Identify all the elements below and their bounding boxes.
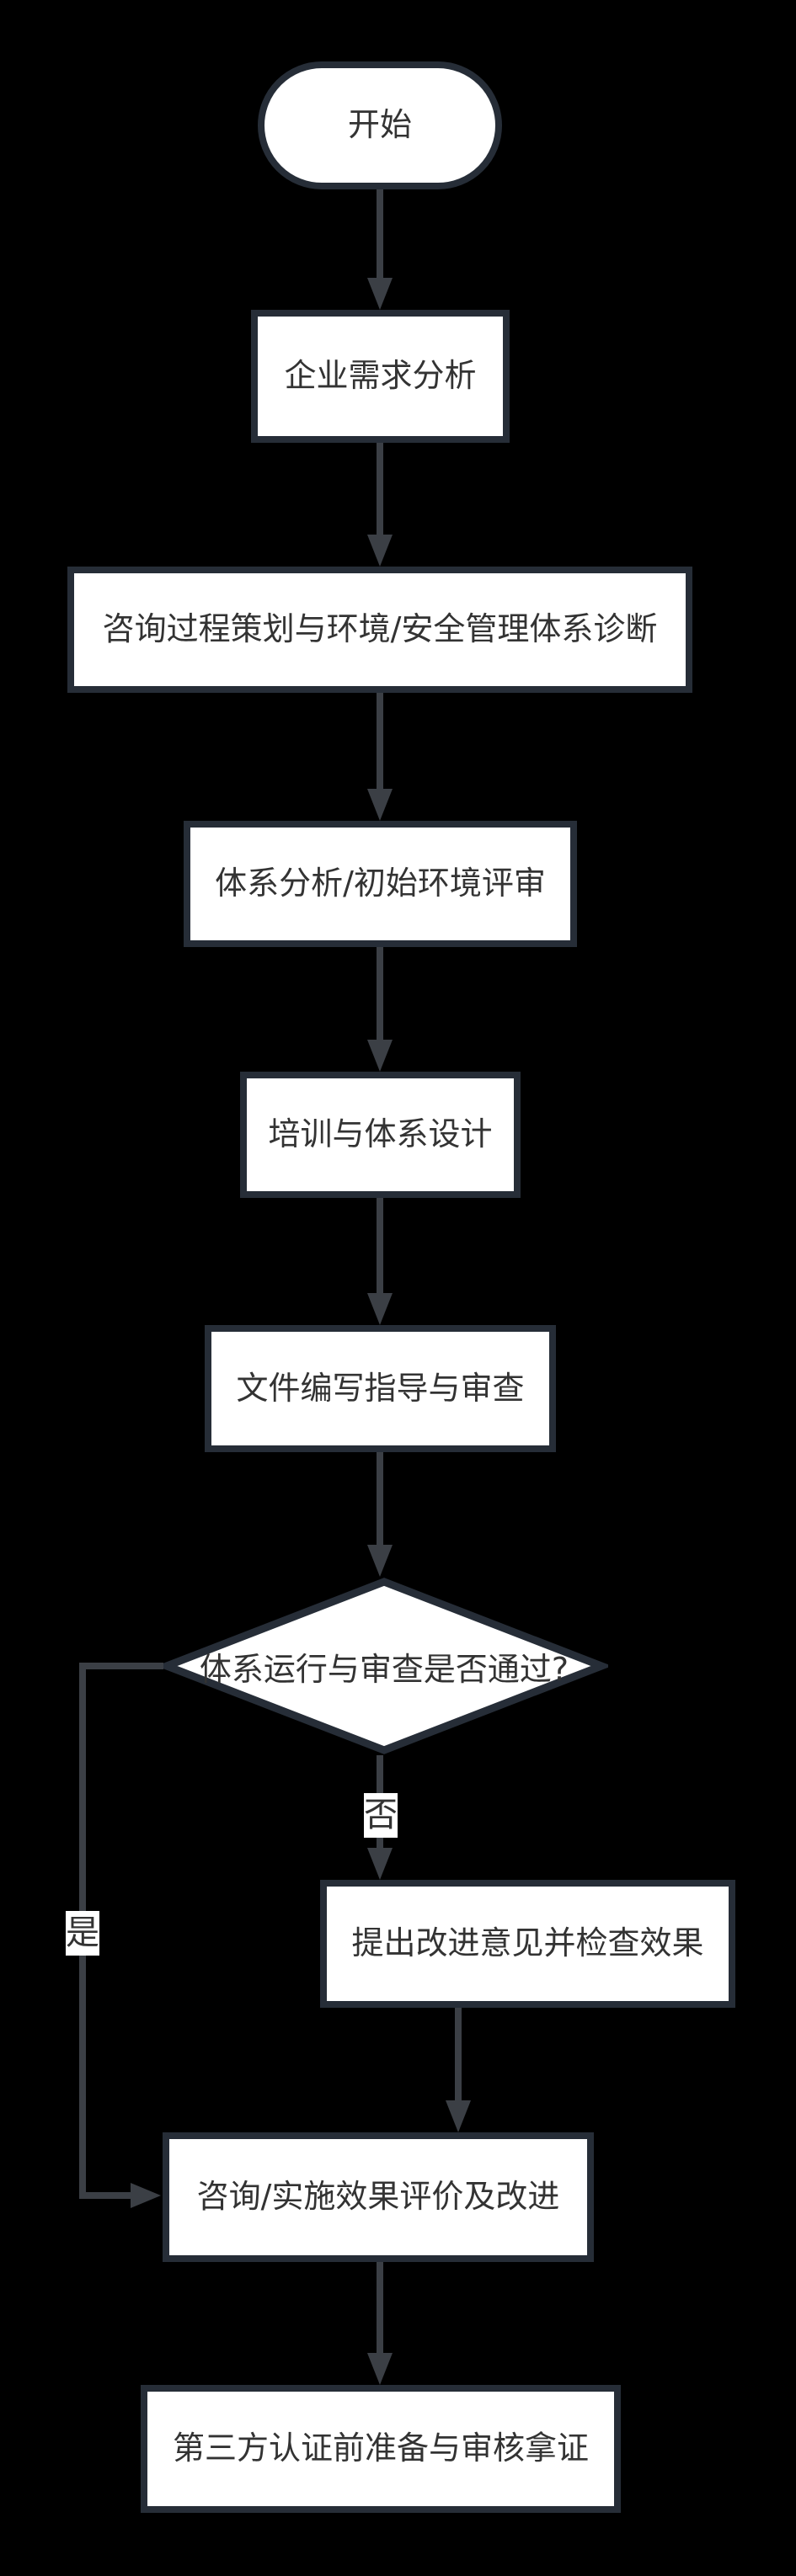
connector-evaluation-to-certification [377,2262,383,2356]
connector-document-to-decision [377,1452,383,1548]
edge-label-yes: 是 [66,1911,99,1956]
node-training-system-design[interactable]: 培训与体系设计 [240,1072,521,1198]
arrowhead-icon [367,1040,393,1072]
connector-training-to-document [377,1198,383,1296]
connector-planning-to-analysis [377,693,383,792]
node-needs-analysis[interactable]: 企业需求分析 [251,310,510,443]
arrowhead-icon [367,1545,393,1577]
arrowhead-icon [367,1848,393,1880]
connector-improvement-to-evaluation [455,2008,462,2104]
arrowhead-icon [131,2183,161,2208]
diamond-shape [160,1578,608,1754]
arrowhead-icon [367,278,393,310]
node-consulting-planning-diagnosis[interactable]: 咨询过程策划与环境/安全管理体系诊断 [67,567,692,693]
node-effect-evaluation-improvement[interactable]: 咨询/实施效果评价及改进 [163,2132,594,2262]
arrowhead-icon [367,1293,393,1325]
connector-decision-yes-top [79,1663,163,1669]
node-needs-analysis-label: 企业需求分析 [284,357,477,395]
connector-start-to-needs [377,189,383,281]
node-system-analysis-initial-review-label: 体系分析/初始环境评审 [215,865,546,902]
node-improvement-suggestions-label: 提出改进意见并检查效果 [351,1924,704,1962]
node-operation-review-decision-label: 体系运行与审查是否通过? [199,1650,569,1688]
node-operation-review-decision[interactable]: 体系运行与审查是否通过? [160,1577,608,1755]
node-effect-evaluation-improvement-label: 咨询/实施效果评价及改进 [196,2178,560,2216]
node-start-label: 开始 [347,106,412,144]
node-third-party-certification[interactable]: 第三方认证前准备与审核拿证 [141,2385,621,2513]
node-start[interactable]: 开始 [258,61,502,189]
arrowhead-icon [367,2353,393,2385]
edge-label-no: 否 [364,1793,398,1838]
node-third-party-certification-label: 第三方认证前准备与审核拿证 [172,2430,589,2467]
connector-needs-to-planning [377,443,383,538]
node-improvement-suggestions[interactable]: 提出改进意见并检查效果 [320,1880,735,2008]
node-document-writing-guidance-review[interactable]: 文件编写指导与审查 [205,1325,556,1452]
node-document-writing-guidance-review-label: 文件编写指导与审查 [236,1369,525,1407]
arrowhead-icon [446,2100,471,2132]
node-system-analysis-initial-review[interactable]: 体系分析/初始环境评审 [184,821,577,947]
arrowhead-icon [367,535,393,567]
connector-decision-yes-bottom [83,2192,133,2199]
connector-analysis-to-training [377,947,383,1043]
node-consulting-planning-diagnosis-label: 咨询过程策划与环境/安全管理体系诊断 [102,610,658,648]
node-training-system-design-label: 培训与体系设计 [268,1115,493,1153]
arrowhead-icon [367,789,393,821]
